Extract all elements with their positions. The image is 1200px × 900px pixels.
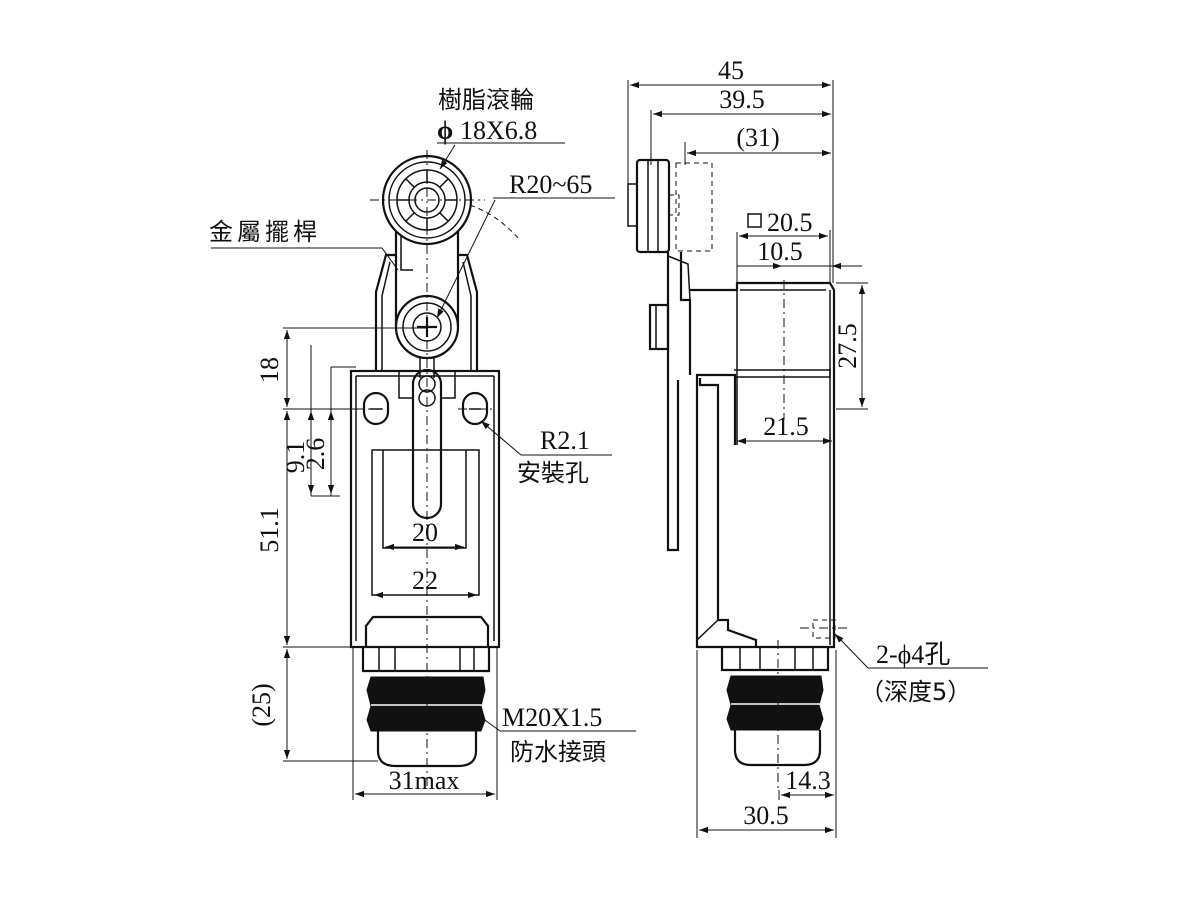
roller-material-label: 樹脂滾輪 xyxy=(438,86,534,114)
side-roller xyxy=(627,158,713,254)
dim-27-5: 27.5 xyxy=(833,323,862,369)
side-dimensions: 45 39.5 (31) 20.5 10.5 27.5 21.5 14.3 30… xyxy=(627,56,868,838)
mount-radius-label: R2.1 xyxy=(540,426,590,455)
dim-20: 20 xyxy=(412,518,438,547)
dim-2-6: 2.6 xyxy=(301,438,330,471)
dim-45: 45 xyxy=(718,56,744,85)
front-view xyxy=(349,150,521,790)
dim-20-5: 20.5 xyxy=(767,208,813,237)
side-holes-depth-label: （深度5） xyxy=(860,678,971,706)
dim-22: 22 xyxy=(412,566,438,595)
lever-label: 金屬擺桿 xyxy=(209,218,321,246)
dim-18: 18 xyxy=(255,357,284,383)
side-lever xyxy=(648,252,692,552)
dim-10-5: 10.5 xyxy=(757,237,803,266)
switch-body xyxy=(349,368,501,649)
dim-14-3: 14.3 xyxy=(785,766,831,795)
side-body xyxy=(690,280,848,649)
gland-label: 防水接頭 xyxy=(510,738,606,766)
lever-arm xyxy=(394,232,460,407)
head-bracket xyxy=(374,253,479,372)
dim-39-5: 39.5 xyxy=(719,85,765,114)
radius-range-label: R20~65 xyxy=(509,170,592,199)
dim-25: (25) xyxy=(247,683,276,726)
square-symbol-icon xyxy=(747,213,762,228)
dim-30-5: 30.5 xyxy=(743,801,789,830)
roller-diameter-symbol: ϕ xyxy=(437,116,453,145)
side-view xyxy=(627,158,848,790)
dim-21-5: 21.5 xyxy=(763,412,809,441)
side-holes-label: 2-ϕ4孔 xyxy=(876,640,950,669)
callouts: 樹脂滾輪 ϕ 18X6.8 R20~65 金屬擺桿 R2.1 安裝孔 M20X1… xyxy=(209,86,988,766)
thread-label: M20X1.5 xyxy=(502,703,602,732)
lever-swing-arc xyxy=(469,204,521,241)
dim-9-1: 9.1 xyxy=(281,441,310,474)
side-gland xyxy=(720,640,830,790)
roller-size-label: 18X6.8 xyxy=(460,116,537,145)
dim-31: (31) xyxy=(736,123,779,152)
dim-31max: 31max xyxy=(389,766,460,795)
dim-51-1: 51.1 xyxy=(255,507,284,553)
mount-hole-label: 安裝孔 xyxy=(517,459,589,487)
cable-gland xyxy=(361,647,491,768)
front-dimensions: 18 9.1 2.6 51.1 (25) 20 22 31max xyxy=(247,327,498,800)
